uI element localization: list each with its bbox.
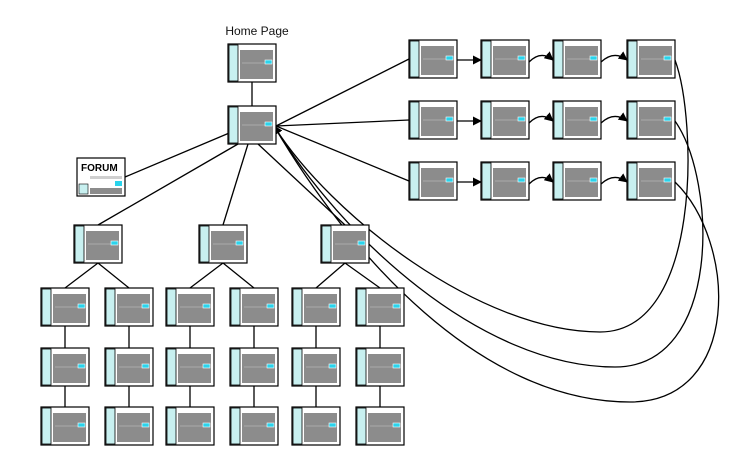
section-2-child-2-level-1 bbox=[229, 287, 279, 327]
edge-section-1-child-2 bbox=[97, 262, 130, 289]
section-3-child-2-level-3 bbox=[355, 406, 405, 446]
edge-hub-row-1 bbox=[275, 58, 410, 127]
edge-section-2-child-1 bbox=[189, 262, 224, 289]
section-3-child-1-level-2 bbox=[291, 347, 341, 387]
edge-hub-forum bbox=[124, 130, 235, 178]
edge-row-3-step bbox=[600, 173, 628, 185]
home-page-node bbox=[227, 43, 277, 83]
edge-section-2-child-2 bbox=[222, 262, 255, 289]
row-2-page-3 bbox=[552, 100, 602, 140]
row-1-page-1 bbox=[408, 39, 458, 79]
edge-row-1-step bbox=[528, 51, 554, 63]
row-3-page-2 bbox=[480, 161, 530, 201]
edge-section-1-child-1 bbox=[64, 262, 99, 289]
section-3-child-1-level-1 bbox=[291, 287, 341, 327]
section-2-node bbox=[198, 224, 248, 264]
row-3-page-3 bbox=[552, 161, 602, 201]
section-2-child-1-level-2 bbox=[165, 347, 215, 387]
row-2-page-2 bbox=[480, 100, 530, 140]
hub-page-node bbox=[227, 105, 277, 145]
edge-return-row-1 bbox=[273, 59, 689, 333]
edge-hub-row-2 bbox=[275, 119, 410, 127]
home-page-label: Home Page bbox=[225, 24, 289, 38]
edge-row-2-step bbox=[528, 112, 554, 124]
edge-row-2-step bbox=[600, 112, 628, 124]
section-3-child-1-level-3 bbox=[291, 406, 341, 446]
section-3-node bbox=[320, 224, 370, 264]
section-3-child-2-level-1 bbox=[355, 287, 405, 327]
edge-hub-section-1 bbox=[97, 143, 239, 226]
page-nodes: FORUM bbox=[40, 39, 676, 446]
row-1-page-4 bbox=[626, 39, 676, 79]
row-2-page-4 bbox=[626, 100, 676, 140]
edge-section-3-child-1 bbox=[315, 262, 346, 289]
section-1-child-1-level-2 bbox=[40, 347, 90, 387]
section-1-node bbox=[73, 224, 123, 264]
edge-section-3-child-2 bbox=[344, 262, 381, 289]
edge-hub-section-2 bbox=[222, 143, 249, 226]
section-1-child-1-level-3 bbox=[40, 406, 90, 446]
section-1-child-1-level-1 bbox=[40, 287, 90, 327]
forum-node: FORUM bbox=[76, 157, 126, 197]
edge-row-3-step bbox=[528, 173, 554, 185]
row-1-page-2 bbox=[480, 39, 530, 79]
row-1-page-3 bbox=[552, 39, 602, 79]
row-3-page-1 bbox=[408, 161, 458, 201]
edge-hub-row-3 bbox=[275, 125, 410, 182]
section-3-child-2-level-2 bbox=[355, 347, 405, 387]
section-2-child-1-level-3 bbox=[165, 406, 215, 446]
section-2-child-1-level-1 bbox=[165, 287, 215, 327]
edge-row-1-step bbox=[600, 51, 628, 63]
section-2-child-2-level-2 bbox=[229, 347, 279, 387]
row-2-page-1 bbox=[408, 100, 458, 140]
section-1-child-2-level-2 bbox=[104, 347, 154, 387]
section-1-child-2-level-3 bbox=[104, 406, 154, 446]
section-2-child-2-level-3 bbox=[229, 406, 279, 446]
section-1-child-2-level-1 bbox=[104, 287, 154, 327]
forum-label: FORUM bbox=[81, 163, 118, 174]
row-3-page-4 bbox=[626, 161, 676, 201]
